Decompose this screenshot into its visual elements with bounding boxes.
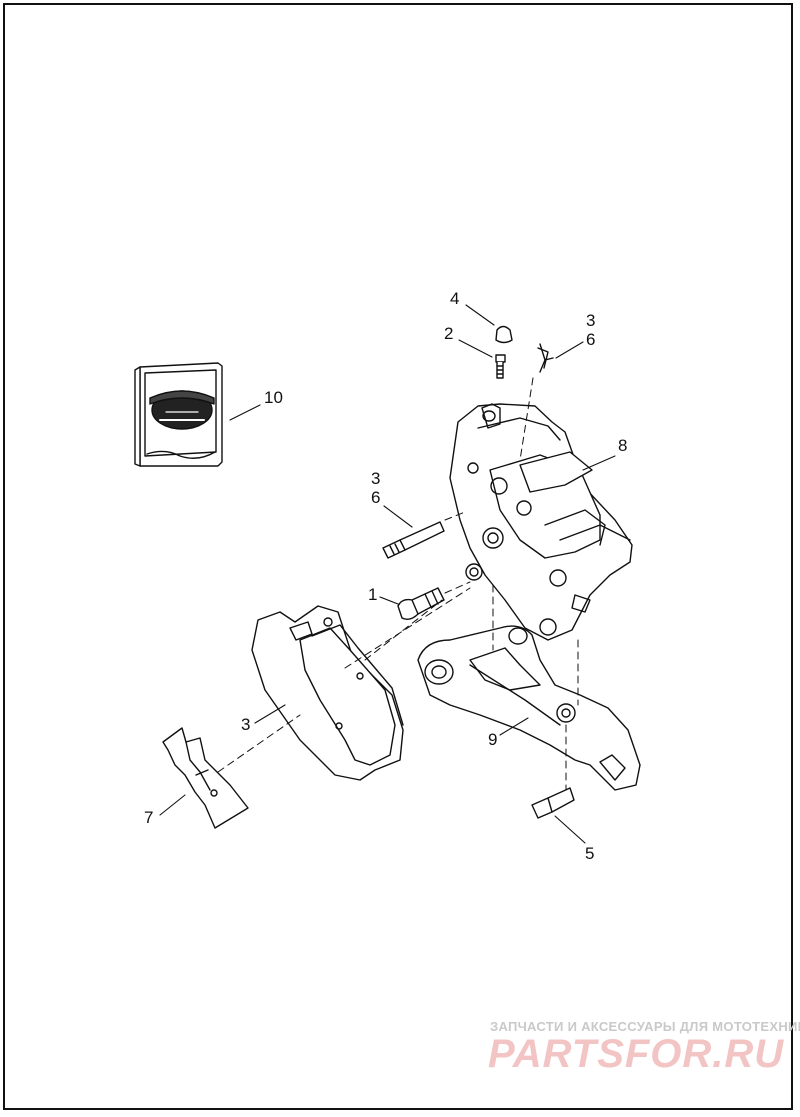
callout-6-middle: 6 [371, 488, 381, 507]
callout-3-pads: 3 [241, 715, 251, 734]
callout-4: 4 [450, 289, 460, 308]
brake-pads [251, 605, 404, 781]
callout-7: 7 [144, 808, 154, 827]
bleeder-cap [495, 325, 513, 344]
callout-5: 5 [585, 844, 595, 863]
watermark-logo: PARTSFOR.RU [488, 1032, 785, 1076]
callout-1: 1 [368, 585, 378, 604]
bleeder-valve [495, 354, 506, 379]
callout-2: 2 [444, 324, 454, 343]
brake-caliper [449, 403, 633, 641]
watermark-caption: ЗАПЧАСТИ И АКСЕССУАРЫ ДЛЯ МОТОТЕХНИКИ [490, 1019, 800, 1034]
page-border [3, 3, 793, 1110]
caliper-mounting-bracket [417, 625, 641, 791]
genuine-parts-box-icon [134, 362, 223, 467]
leader-lines [159, 304, 616, 844]
pad-spring [162, 727, 249, 829]
callout-8: 8 [618, 436, 628, 455]
caliper-pin [382, 521, 445, 559]
callout-3-upper: 3 [586, 311, 596, 330]
bracket-pin [531, 787, 575, 819]
pad-retaining-clip [537, 343, 554, 373]
callout-10: 10 [264, 388, 283, 407]
alignment-lines [217, 377, 579, 791]
callout-3-middle: 3 [371, 469, 381, 488]
callout-6-upper: 6 [586, 330, 596, 349]
callout-9: 9 [488, 730, 498, 749]
mounting-bolt [397, 587, 445, 621]
